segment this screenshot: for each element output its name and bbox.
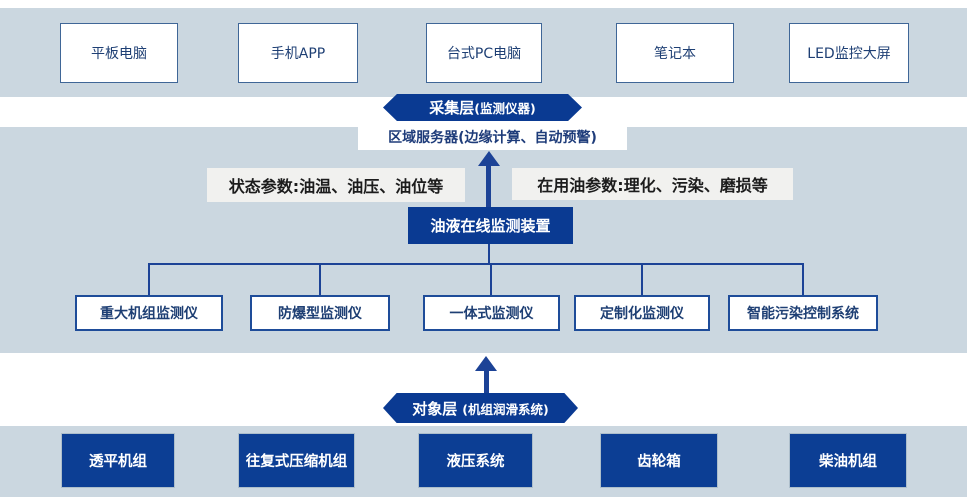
connector-drop (490, 263, 492, 295)
object-layer-subtitle: (机组润滑系统) (462, 401, 549, 417)
monitor-label: 一体式监测仪 (449, 306, 534, 322)
equipment-label: 往复式压缩机组 (245, 454, 348, 470)
oil-monitoring-device-box: 油液在线监测装置 (408, 207, 573, 244)
terminal-box-desktop-pc: 台式PC电脑 (426, 23, 542, 83)
regional-server-box: 区域服务器(边缘计算、自动预警) (358, 124, 627, 150)
monitor-box-customized: 定制化监测仪 (574, 295, 710, 331)
status-parameters-label: 状态参数:油温、油压、油位等 (207, 168, 465, 202)
monitor-box-major-unit: 重大机组监测仪 (75, 295, 223, 331)
status-parameters-text: 状态参数:油温、油压、油位等 (228, 177, 444, 196)
monitor-box-explosion-proof: 防爆型监测仪 (250, 295, 390, 331)
connector-horizontal-trunk (149, 263, 804, 265)
equipment-box-diesel-unit: 柴油机组 (789, 433, 907, 488)
equipment-label: 柴油机组 (819, 454, 877, 470)
object-layer-banner: 对象层 (机组润滑系统) (383, 393, 578, 423)
terminal-label: 手机APP (270, 46, 326, 62)
equipment-box-hydraulic-system: 液压系统 (418, 433, 533, 488)
terminal-label: 平板电脑 (91, 46, 147, 62)
regional-server-label: 区域服务器(边缘计算、自动预警) (388, 130, 597, 146)
equipment-label: 透平机组 (89, 454, 147, 470)
equipment-box-turbine-unit: 透平机组 (61, 433, 175, 488)
monitor-box-integrated: 一体式监测仪 (423, 295, 560, 331)
equipment-box-reciprocating-compressor: 往复式压缩机组 (238, 433, 355, 488)
arrow-up-icon (475, 356, 497, 371)
terminal-label: 台式PC电脑 (446, 46, 522, 62)
monitor-label: 防爆型监测仪 (278, 306, 362, 322)
monitor-label: 重大机组监测仪 (100, 306, 198, 322)
monitor-label: 智能污染控制系统 (747, 306, 859, 322)
arrow-up-shaft (484, 370, 489, 393)
terminal-box-led-screen: LED监控大屏 (789, 23, 909, 83)
equipment-label: 液压系统 (446, 454, 505, 470)
monitor-label: 定制化监测仪 (600, 306, 684, 322)
terminal-label: 笔记本 (654, 46, 696, 62)
connector-drop (148, 263, 150, 295)
arrow-up-shaft (486, 165, 491, 207)
oil-parameters-label: 在用油参数:理化、污染、磨损等 (512, 168, 793, 200)
terminal-box-mobile-app: 手机APP (238, 23, 358, 83)
monitor-box-pollution-control: 智能污染控制系统 (728, 295, 878, 331)
equipment-label: 齿轮箱 (637, 454, 681, 470)
connector-drop (319, 263, 321, 295)
oil-parameters-text: 在用油参数:理化、污染、磨损等 (537, 176, 768, 195)
collection-layer-subtitle: (监测仪器) (474, 101, 536, 116)
arrow-up-icon (478, 151, 500, 166)
object-layer-title: 对象层 (412, 399, 458, 418)
connector-vertical-stub (488, 244, 490, 263)
equipment-box-gearbox: 齿轮箱 (600, 433, 718, 488)
collection-layer-banner: 采集层 (监测仪器) (383, 94, 582, 121)
oil-monitoring-device-label: 油液在线监测装置 (430, 217, 551, 235)
connector-drop (641, 263, 643, 295)
connector-drop (802, 263, 804, 295)
terminal-box-laptop: 笔记本 (616, 23, 734, 83)
terminal-box-tablet: 平板电脑 (60, 23, 178, 83)
terminal-label: LED监控大屏 (807, 46, 891, 62)
collection-layer-title: 采集层 (429, 99, 475, 117)
